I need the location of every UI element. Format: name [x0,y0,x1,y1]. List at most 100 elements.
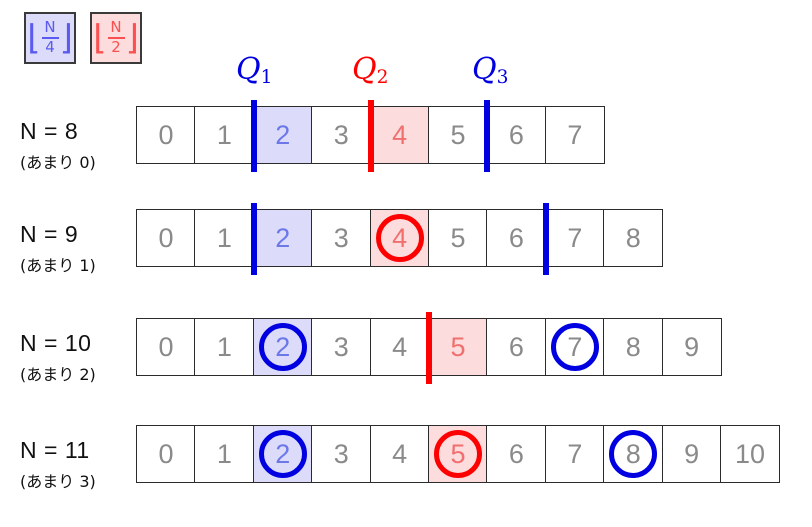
quartile-label-q3: Q3 [472,52,508,88]
index-cell-9[interactable]: 9 [661,318,722,376]
index-cell-4[interactable]: 4 [367,100,430,172]
row-label: N = 9 (あまり 1) [20,221,96,276]
row-n-value: N = 8 [20,118,79,144]
row-remainder-text: (あまり 1) [20,256,96,275]
index-cell-7[interactable]: 7 [544,425,605,483]
quartile-label-letter: Q [236,52,261,87]
index-cell-2[interactable]: 2 [252,318,313,376]
cell-value: 6 [508,119,524,150]
index-cell-0[interactable]: 0 [136,106,196,164]
index-cell-3[interactable]: 3 [311,209,372,267]
index-cell-8[interactable]: 8 [603,318,664,376]
cell-value: 4 [392,331,408,362]
cell-value: 4 [392,119,408,150]
index-cell-5[interactable]: 5 [428,425,489,483]
cell-value: 6 [508,222,524,253]
index-cell-6[interactable]: 6 [484,100,547,172]
cell-value: 6 [508,438,524,469]
cell-value: 0 [158,119,174,150]
cell-value: 5 [450,331,466,362]
index-cell-2[interactable]: 2 [250,100,313,172]
index-cell-0[interactable]: 0 [136,209,196,267]
cell-value: 1 [216,438,232,469]
cell-value: 2 [275,119,291,150]
highlight-circle-blue-icon [258,323,307,371]
cell-value: 4 [392,438,408,469]
floor-left-bracket-icon: ⌊ [93,17,107,58]
index-cell-5[interactable]: 5 [426,312,489,384]
row-label: N = 11 (あまり 3) [20,437,96,492]
cell-value: 2 [275,438,291,469]
index-cell-6[interactable]: 6 [486,318,547,376]
index-cell-4[interactable]: 4 [369,425,430,483]
cell-value: 8 [625,222,641,253]
index-cell-0[interactable]: 0 [136,318,196,376]
index-cell-3[interactable]: 3 [311,318,372,376]
index-cell-8[interactable]: 8 [603,425,664,483]
row-remainder-text: (あまり 3) [20,472,96,491]
index-cell-7[interactable]: 7 [544,318,605,376]
floor-right-bracket-icon: ⌋ [125,17,139,58]
quartile-marker-blue [542,203,549,275]
index-cell-1[interactable]: 1 [194,209,255,267]
cell-value: 3 [333,119,349,150]
index-cell-9[interactable]: 9 [661,425,722,483]
quartile-marker-red [426,312,433,384]
quartile-label-q2: Q2 [352,52,388,88]
quartile-label-q1: Q1 [236,52,272,88]
index-cell-6[interactable]: 6 [486,425,547,483]
index-cell-5[interactable]: 5 [428,209,489,267]
row-n-value: N = 11 [20,437,90,463]
floor-right-bracket-icon: ⌋ [59,17,73,58]
index-cell-4[interactable]: 4 [369,209,430,267]
cell-value: 2 [275,222,291,253]
index-cell-1[interactable]: 1 [194,425,255,483]
cell-value: 5 [450,438,466,469]
fraction-bar [107,37,125,39]
cell-value: 1 [216,222,232,253]
index-cell-5[interactable]: 5 [428,106,489,164]
row-remainder-text: (あまり 2) [20,365,96,384]
cell-value: 3 [333,331,349,362]
index-cell-2[interactable]: 2 [252,425,313,483]
index-cell-3[interactable]: 3 [311,106,372,164]
highlight-circle-red-icon [375,214,424,262]
index-cell-2[interactable]: 2 [250,203,313,275]
index-cell-1[interactable]: 1 [194,106,255,164]
quartile-label-letter: Q [352,52,377,87]
index-cell-7[interactable]: 7 [544,106,605,164]
cell-value: 7 [567,119,583,150]
fraction-bar [41,37,59,39]
fraction-denominator: 2 [111,37,121,56]
cell-value: 0 [158,438,174,469]
row-n-value: N = 10 [20,330,92,356]
index-cell-6[interactable]: 6 [486,209,547,267]
cell-value: 8 [625,438,641,469]
row-n-value: N = 9 [20,221,79,247]
cell-value: 4 [392,222,408,253]
highlight-circle-blue-icon [258,430,307,478]
index-cell-0[interactable]: 0 [136,425,196,483]
cell-value: 9 [684,438,700,469]
highlight-circle-blue-icon [609,430,658,478]
cell-value: 1 [216,119,232,150]
cell-value: 9 [684,331,700,362]
index-cell-7[interactable]: 7 [542,203,605,275]
cell-value: 3 [333,438,349,469]
index-cell-1[interactable]: 1 [194,318,255,376]
cell-value: 7 [567,331,583,362]
index-cell-8[interactable]: 8 [603,209,664,267]
index-cell-3[interactable]: 3 [311,425,372,483]
quartile-marker-blue [484,100,491,172]
index-cell-4[interactable]: 4 [369,318,430,376]
cell-value: 0 [158,331,174,362]
index-cell-10[interactable]: 10 [720,425,781,483]
quartile-label-letter: Q [472,52,497,87]
quartile-label-subscript: 1 [260,67,273,89]
